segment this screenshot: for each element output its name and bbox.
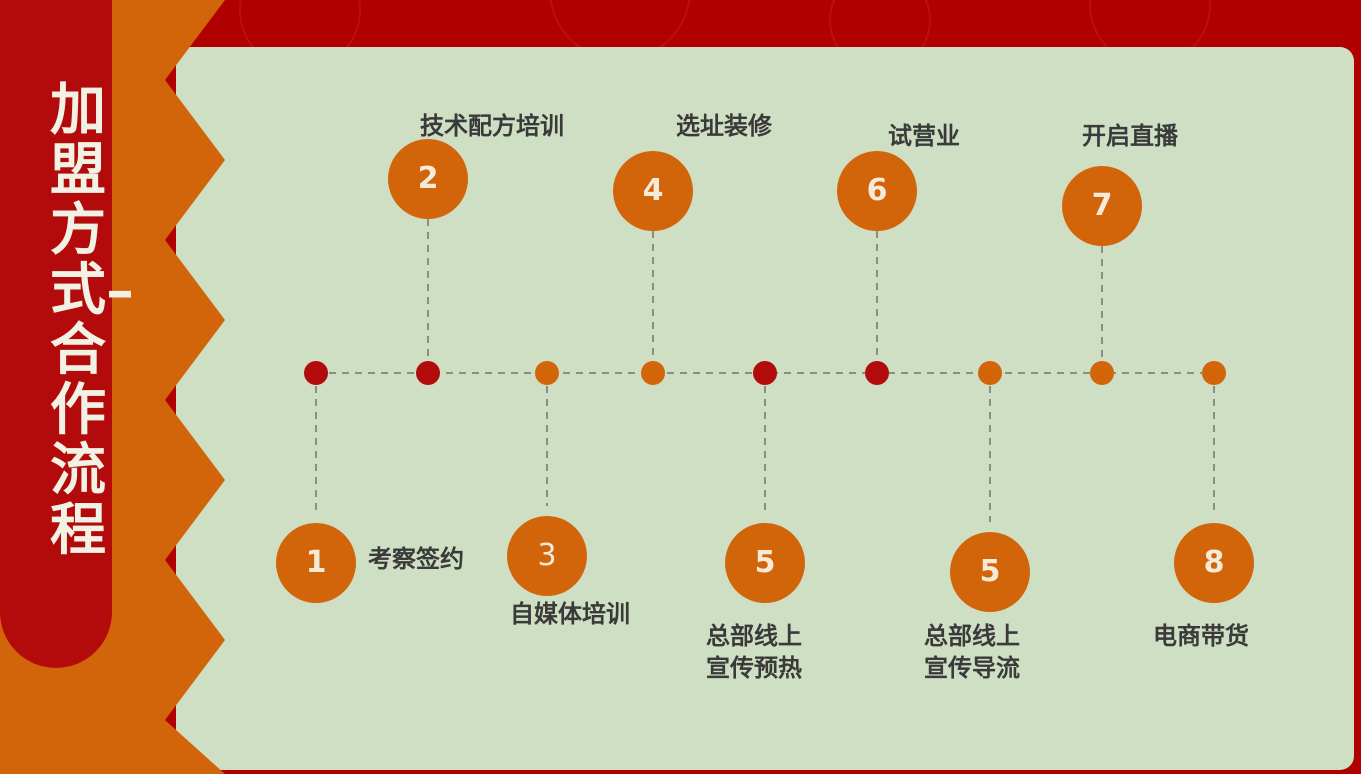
step-number: 5	[979, 554, 1001, 589]
step-label: 考察签约	[368, 544, 464, 573]
step-circle	[507, 516, 587, 596]
step-label: 自媒体培训	[510, 599, 630, 628]
step-number: 8	[1203, 545, 1225, 580]
step-circle	[388, 139, 468, 219]
timeline-dot	[535, 361, 559, 385]
timeline-dot	[416, 361, 440, 385]
timeline-dot	[1090, 361, 1114, 385]
step-label: 技术配方培训	[420, 111, 564, 140]
timeline-dot	[753, 361, 777, 385]
step-circle	[276, 523, 356, 603]
step-number: 6	[866, 173, 888, 208]
step-label: 总部线上宣传预热	[706, 621, 802, 682]
step-label: 开启直播	[1082, 121, 1178, 150]
page-title: 加盟方式–合作流程	[50, 77, 134, 563]
step-circle	[725, 523, 805, 603]
title-tab	[0, 0, 112, 668]
content-panel	[176, 47, 1354, 770]
step-circle	[613, 151, 693, 231]
step-label: 电商带货	[1153, 621, 1249, 650]
step-label: 选址装修	[676, 111, 772, 140]
step-number: 7	[1091, 188, 1113, 223]
step-number: 2	[417, 161, 439, 196]
timeline-dot	[978, 361, 1002, 385]
step-label: 试营业	[888, 121, 960, 150]
timeline-dot	[865, 361, 889, 385]
step-circle	[1062, 166, 1142, 246]
timeline-dot	[641, 361, 665, 385]
step-circle	[837, 151, 917, 231]
step-number: 4	[642, 173, 664, 208]
timeline-dot	[304, 361, 328, 385]
step-number: 1	[305, 545, 327, 580]
step-number: 5	[754, 545, 776, 580]
step-number: 3	[537, 538, 557, 573]
timeline-dot	[1202, 361, 1226, 385]
step-circle	[1174, 523, 1254, 603]
step-label: 总部线上宣传导流	[924, 621, 1020, 682]
step-circle	[950, 532, 1030, 612]
